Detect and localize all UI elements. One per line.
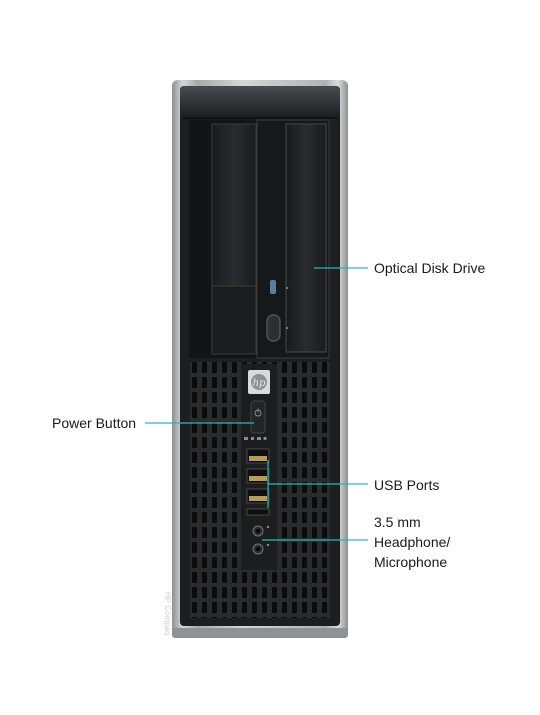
brand-vertical-text: HP Compaq (163, 592, 172, 636)
audio-jack-icon (252, 525, 270, 555)
audio-label-line3: Microphone (374, 554, 448, 570)
optical-drive-label: Optical Disk Drive (374, 260, 486, 276)
status-indicator-icons (244, 436, 267, 441)
audio-label-line2: Headphone/ (374, 534, 451, 550)
drive-activity-led (270, 280, 276, 294)
slim-drive-bay (189, 120, 257, 358)
optical-disk-drive (256, 119, 330, 359)
callout-lines (145, 267, 368, 541)
usb-port-icon (246, 448, 270, 516)
power-button (250, 400, 266, 434)
audio-jack-label: 3.5 mm Headphone/ Microphone (374, 512, 494, 572)
power-button-label: Power Button (52, 415, 137, 431)
front-io-panel: hp (241, 364, 277, 570)
hp-logo-icon: hp (248, 370, 270, 394)
audio-label-line1: 3.5 mm (374, 514, 421, 530)
eject-button-icon (266, 314, 281, 342)
usb-ports-label: USB Ports (374, 477, 440, 493)
svg-text:hp: hp (253, 378, 266, 389)
power-icon (254, 408, 262, 417)
